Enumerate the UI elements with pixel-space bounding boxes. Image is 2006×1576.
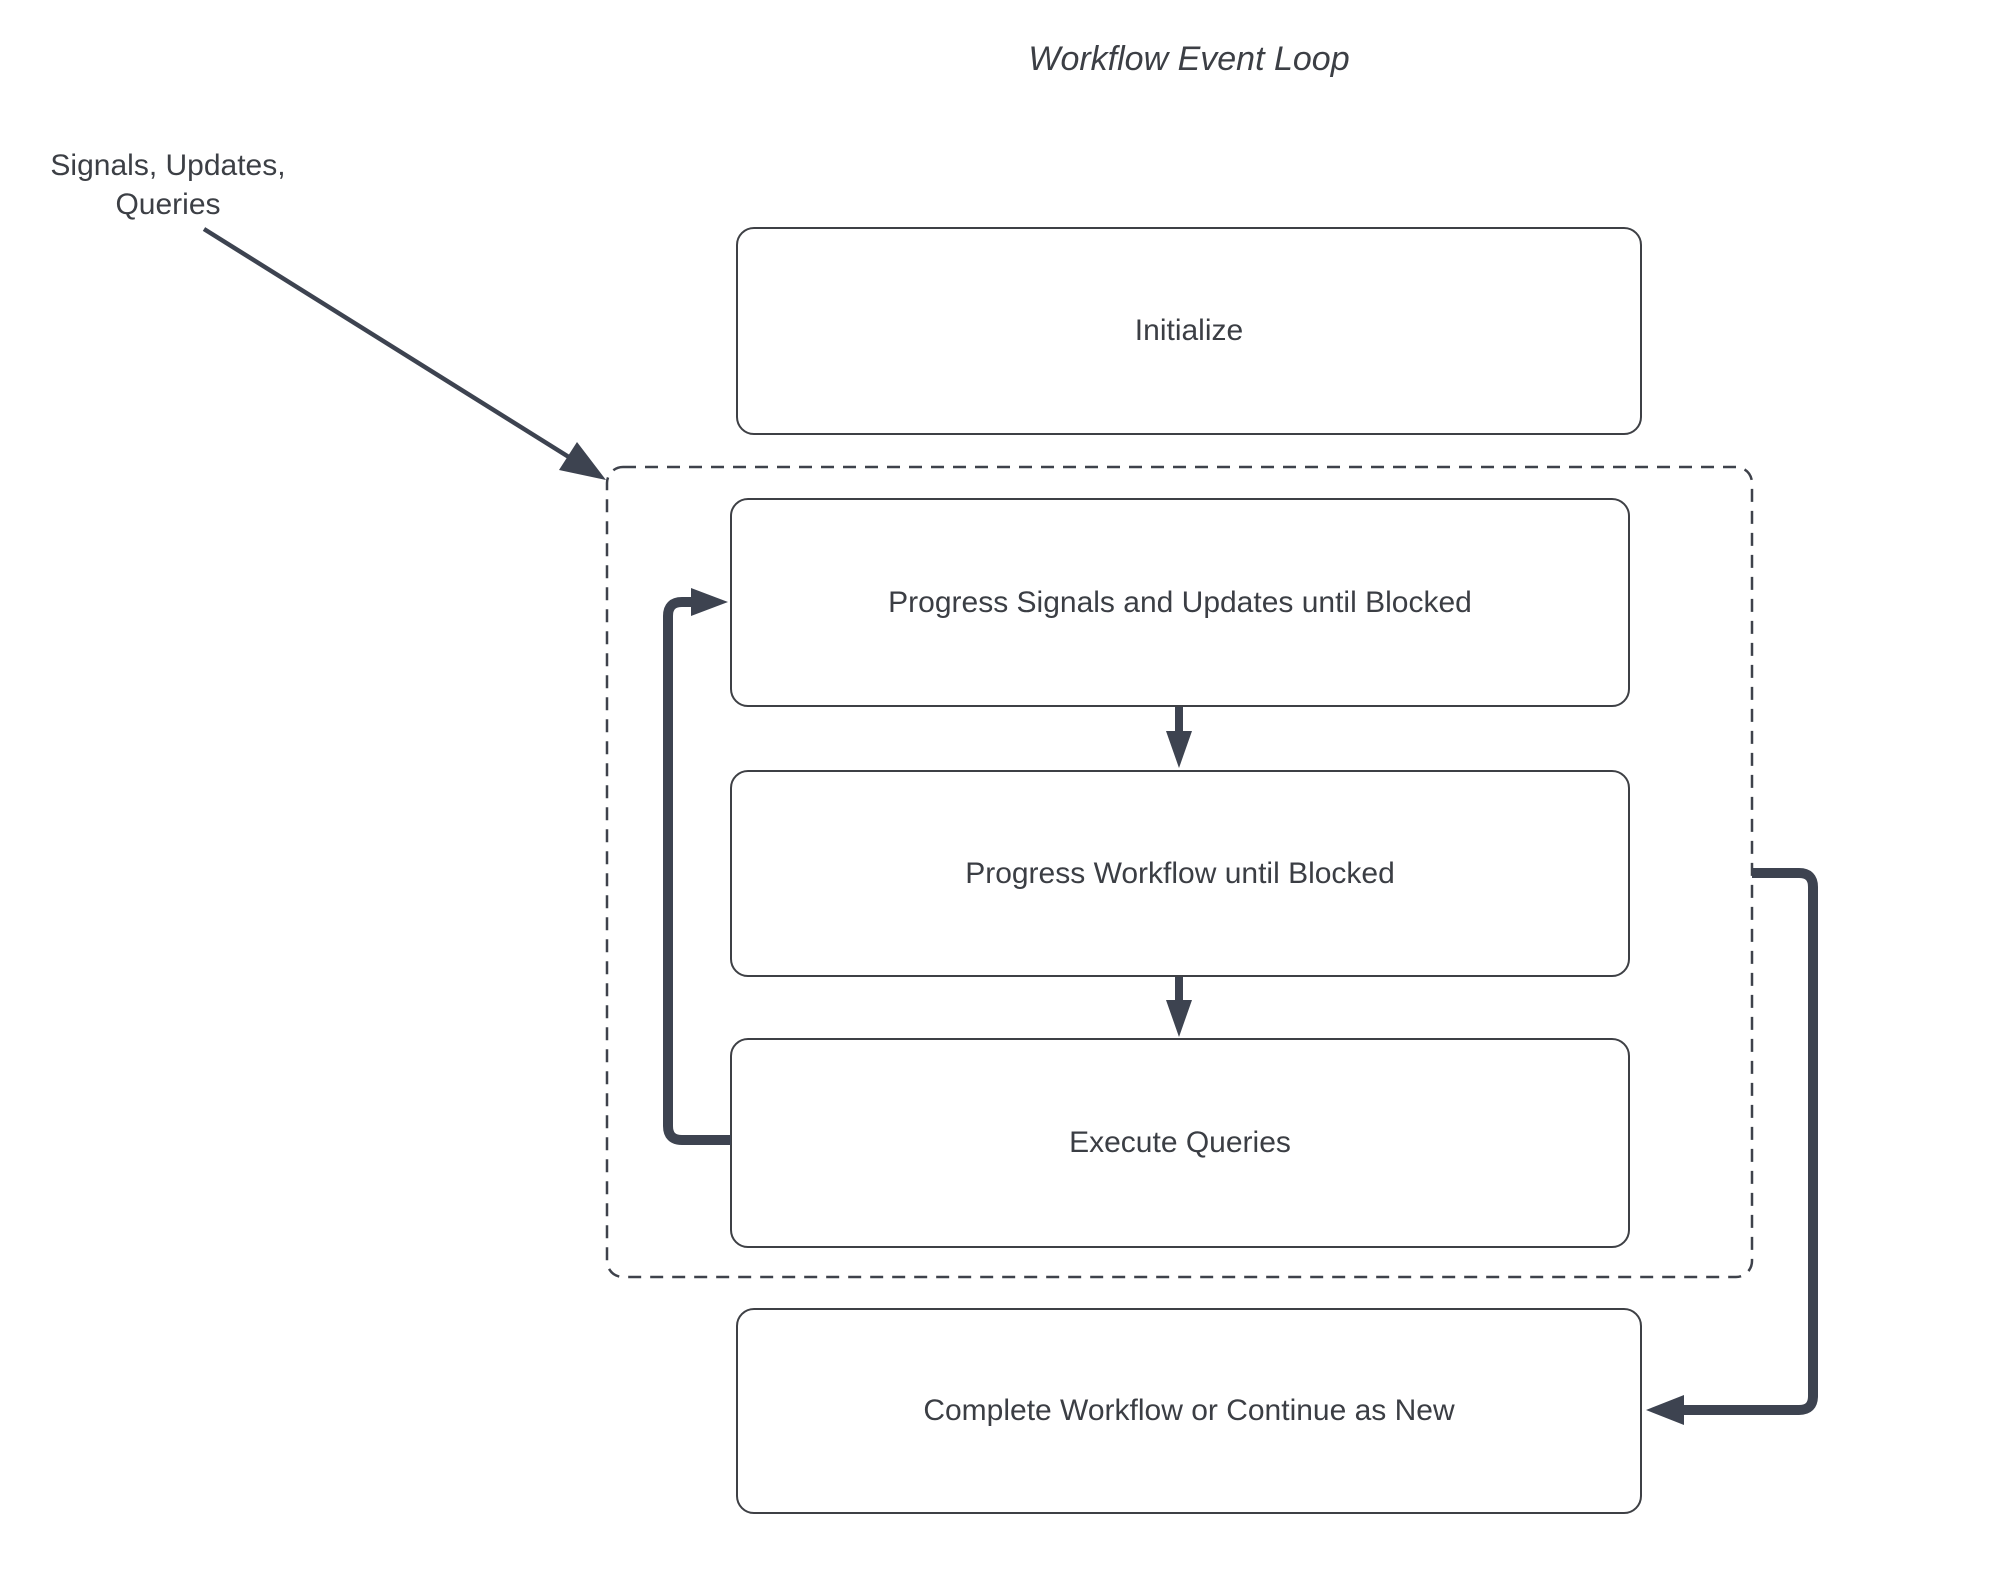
annotation-line-1: Signals, Updates,	[50, 149, 286, 182]
loop-back-arrowhead	[691, 588, 728, 616]
exit-arrowhead	[1646, 1395, 1684, 1425]
arrow-workflow-to-queries	[1166, 977, 1192, 1037]
arrow-signals-to-workflow-head	[1166, 731, 1192, 768]
loop-back-arrow	[663, 588, 731, 1145]
node-progress-signals-updates: Progress Signals and Updates until Block…	[730, 498, 1630, 707]
arrow-signals-to-workflow	[1166, 707, 1192, 768]
annotation-line-2: Queries	[115, 188, 221, 221]
node-initialize: Initialize	[736, 227, 1642, 435]
node-complete-workflow-label: Complete Workflow or Continue as New	[923, 1394, 1455, 1427]
node-progress-signals-updates-label: Progress Signals and Updates until Block…	[888, 585, 1472, 619]
arrow-workflow-to-queries-head	[1166, 1000, 1192, 1037]
node-complete-workflow: Complete Workflow or Continue as New	[736, 1308, 1642, 1514]
signals-updates-queries-label: Signals, Updates, Queries	[18, 146, 318, 224]
node-execute-queries: Execute Queries	[730, 1038, 1630, 1248]
node-execute-queries-label: Execute Queries	[1069, 1126, 1291, 1159]
signals-input-arrowhead	[559, 442, 606, 480]
diagram-title: Workflow Event Loop	[1028, 40, 1350, 78]
node-progress-workflow-label: Progress Workflow until Blocked	[965, 856, 1395, 890]
node-initialize-label: Initialize	[1134, 314, 1244, 347]
node-progress-workflow: Progress Workflow until Blocked	[730, 770, 1630, 977]
signals-input-arrow	[202, 227, 606, 480]
exit-arrow	[1646, 868, 1818, 1425]
